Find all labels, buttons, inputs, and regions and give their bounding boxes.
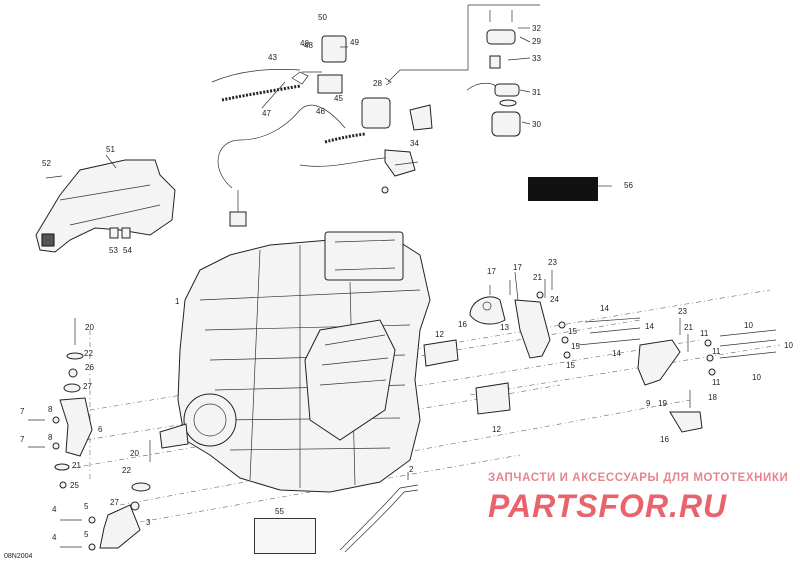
callout-4a: 4 <box>52 505 57 514</box>
callout-14b: 14 <box>645 322 654 331</box>
watermark-logo: PARTSFOR.RU <box>488 488 728 524</box>
callout-21c: 21 <box>684 323 693 332</box>
callout-47: 47 <box>262 109 271 118</box>
callout-17a: 17 <box>487 267 496 276</box>
callout-21b: 21 <box>533 273 542 282</box>
callout-55: 55 <box>275 507 284 516</box>
callout-3: 3 <box>146 518 151 527</box>
warning-label-55 <box>254 518 316 554</box>
callout-12a: 12 <box>435 330 444 339</box>
callout-5a: 5 <box>84 502 89 511</box>
callout-22a: 22 <box>84 349 93 358</box>
callout-27a: 27 <box>83 382 92 391</box>
callout-2: 2 <box>409 465 414 474</box>
callout-51: 51 <box>106 145 115 154</box>
callout-14c: 14 <box>612 349 621 358</box>
callout-5b: 5 <box>84 530 89 539</box>
callout-23a: 23 <box>548 258 557 267</box>
callout-40: 40 <box>300 39 309 48</box>
callout-4b: 4 <box>52 533 57 542</box>
callout-14a: 14 <box>600 304 609 313</box>
callout-52: 52 <box>42 159 51 168</box>
callout-26: 26 <box>85 363 94 372</box>
callout-56: 56 <box>624 181 633 190</box>
callout-23b: 23 <box>678 307 687 316</box>
callout-54: 54 <box>123 246 132 255</box>
callout-11c: 11 <box>712 378 721 387</box>
callout-8a: 8 <box>48 405 53 414</box>
callout-6: 6 <box>98 425 103 434</box>
callout-22b: 22 <box>122 466 131 475</box>
callout-20a: 20 <box>85 323 94 332</box>
callout-8b: 8 <box>48 433 53 442</box>
callout-30: 30 <box>532 120 541 129</box>
wiring-harness <box>211 35 433 227</box>
callout-17b: 17 <box>513 263 522 272</box>
callout-20b: 20 <box>130 449 139 458</box>
callout-46: 46 <box>316 107 325 116</box>
callout-27b: 27 <box>110 498 119 507</box>
callout-15c: 15 <box>566 361 575 370</box>
callout-33: 33 <box>532 54 541 63</box>
warning-label-56 <box>528 177 598 201</box>
callout-7a: 7 <box>20 407 25 416</box>
diagram-reference-code: 08N2004 <box>4 553 33 560</box>
callout-25: 25 <box>70 481 79 490</box>
callout-12b: 12 <box>492 425 501 434</box>
callout-45: 45 <box>334 94 343 103</box>
callout-16a: 16 <box>458 320 467 329</box>
callout-18: 18 <box>708 393 717 402</box>
leader-lines <box>105 46 612 480</box>
callout-9: 9 <box>646 399 651 408</box>
callout-50: 50 <box>318 13 327 22</box>
engine-mount-parts-right <box>423 270 777 433</box>
callout-13: 13 <box>500 323 509 332</box>
callout-7b: 7 <box>20 435 25 444</box>
callout-10b: 10 <box>784 341 793 350</box>
callout-53: 53 <box>109 246 118 255</box>
engine-mount-parts-left <box>28 318 419 553</box>
callout-19: 19 <box>658 399 667 408</box>
watermark-tagline: ЗАПЧАСТИ И АКСЕССУАРЫ ДЛЯ МОТОТЕХНИКИ <box>488 472 789 484</box>
engine-block <box>159 231 431 493</box>
callout-15b: 15 <box>571 342 580 351</box>
callout-31: 31 <box>532 88 541 97</box>
callout-34: 34 <box>410 139 419 148</box>
callout-49: 49 <box>350 38 359 47</box>
callout-21a: 21 <box>72 461 81 470</box>
callout-16b: 16 <box>660 435 669 444</box>
callout-43: 43 <box>268 53 277 62</box>
callout-10c: 10 <box>752 373 761 382</box>
callout-11a: 11 <box>700 329 709 338</box>
callout-32: 32 <box>532 24 541 33</box>
callout-48: 48 <box>304 41 313 50</box>
mounting-bracket-upper <box>35 159 176 253</box>
callout-11b: 11 <box>712 347 721 356</box>
callout-28: 28 <box>373 79 382 88</box>
callout-numbers: 1 2 3 4 4 5 5 6 7 7 8 8 9 10 10 10 11 11… <box>20 13 793 542</box>
callout-24: 24 <box>550 295 559 304</box>
callout-1: 1 <box>175 297 180 306</box>
callout-15a: 15 <box>568 327 577 336</box>
callout-10a: 10 <box>744 321 753 330</box>
sensor-subassembly-box <box>384 4 540 137</box>
callout-29: 29 <box>532 37 541 46</box>
